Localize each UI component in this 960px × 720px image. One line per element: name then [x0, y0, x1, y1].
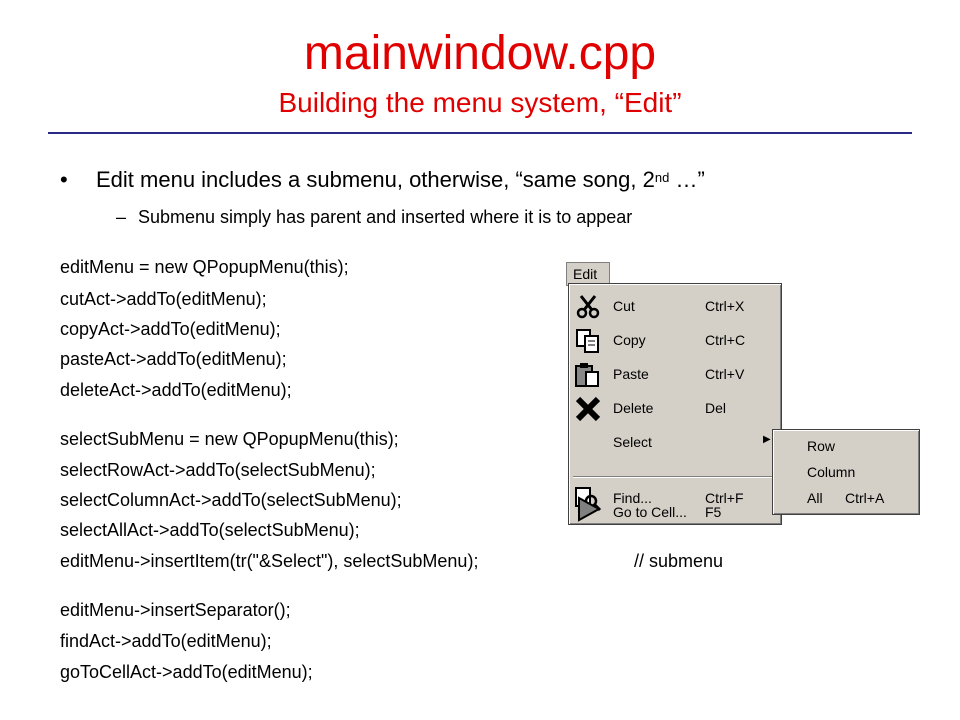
- select-submenu-popup: Row Column All Ctrl+A: [772, 429, 920, 515]
- bullet-ending: …”: [669, 167, 705, 192]
- menu-screenshot: Edit Cut Ctrl+X Copy Ctrl+C Paste Ctrl+V: [560, 256, 928, 526]
- edit-menu-popup: Cut Ctrl+X Copy Ctrl+C Paste Ctrl+V Dele…: [568, 283, 782, 525]
- paste-icon: [573, 362, 603, 388]
- code-line: selectRowAct->addTo(selectSubMenu);: [60, 460, 376, 480]
- submenu-item-label: Row: [807, 438, 836, 454]
- bullet-point: • Edit menu includes a submenu, otherwise…: [60, 166, 705, 194]
- menu-item-go-to-cell[interactable]: Go to Cell... F5: [569, 490, 781, 524]
- title-divider: [48, 132, 912, 134]
- menu-item-shortcut: Ctrl+F: [705, 490, 744, 506]
- submenu-item-row[interactable]: Row: [773, 434, 919, 460]
- menu-item-cut[interactable]: Cut Ctrl+X: [569, 290, 781, 324]
- menu-item-label: Find...: [613, 490, 652, 506]
- submenu-item-label: All: [807, 490, 823, 506]
- code-line: selectColumnAct->addTo(selectSubMenu);: [60, 490, 402, 510]
- sub-bullet: –Submenu simply has parent and inserted …: [116, 205, 632, 229]
- menu-separator: [573, 476, 777, 478]
- slide-title: mainwindow.cpp: [303, 27, 657, 80]
- bullet-dot: •: [60, 167, 68, 192]
- code-line: findAct->addTo(editMenu);: [60, 631, 272, 651]
- code-line: cutAct->addTo(editMenu);: [60, 289, 267, 309]
- code-line: copyAct->addTo(editMenu);: [60, 319, 281, 339]
- menu-item-label: Go to Cell...: [613, 504, 687, 520]
- menu-item-label: Select: [613, 434, 652, 450]
- scissors-icon: [573, 294, 603, 320]
- submenu-arrow-icon: ▶: [763, 434, 771, 445]
- menu-item-label: Cut: [613, 298, 635, 314]
- slide-subtitle: Building the menu system, “Edit”: [278, 87, 682, 118]
- menu-item-paste[interactable]: Paste Ctrl+V: [569, 358, 781, 392]
- code-line: editMenu->insertSeparator();: [60, 600, 291, 620]
- menu-item-delete[interactable]: Delete Del: [569, 392, 781, 426]
- delete-x-icon: [573, 396, 603, 422]
- submenu-item-label: Column: [807, 464, 856, 480]
- menu-item-copy[interactable]: Copy Ctrl+C: [569, 324, 781, 358]
- menu-item-label: Copy: [613, 332, 646, 348]
- submenu-item-shortcut: Ctrl+A: [845, 490, 885, 506]
- code-line: editMenu->insertItem(tr("&Select"), sele…: [60, 551, 479, 571]
- menubar-edit[interactable]: Edit: [566, 262, 610, 286]
- code-line: deleteAct->addTo(editMenu);: [60, 380, 292, 400]
- bullet-text: Edit menu includes a submenu, otherwise,…: [96, 167, 655, 192]
- menu-item-shortcut: F5: [705, 504, 722, 520]
- menu-item-label: Delete: [613, 400, 654, 416]
- menu-item-shortcut: Del: [705, 400, 727, 416]
- code-line: selectSubMenu = new QPopupMenu(this);: [60, 429, 399, 449]
- menu-item-shortcut: Ctrl+C: [705, 332, 746, 348]
- code-line: selectAllAct->addTo(selectSubMenu);: [60, 520, 360, 540]
- sub-bullet-text: Submenu simply has parent and inserted w…: [138, 207, 633, 227]
- menu-item-label: Paste: [613, 366, 649, 382]
- menu-item-shortcut: Ctrl+V: [705, 366, 745, 382]
- menu-item-select[interactable]: Select ▶: [569, 426, 781, 460]
- play-arrow-icon: [573, 496, 603, 522]
- submenu-item-column[interactable]: Column: [773, 460, 919, 486]
- code-line: pasteAct->addTo(editMenu);: [60, 349, 287, 369]
- submenu-item-all[interactable]: All Ctrl+A: [773, 486, 919, 512]
- code-comment: // submenu: [634, 551, 724, 571]
- code-line: goToCellAct->addTo(editMenu);: [60, 662, 313, 682]
- bullet-superscript: nd: [654, 170, 670, 185]
- copy-icon: [573, 328, 603, 354]
- menu-item-shortcut: Ctrl+X: [705, 298, 745, 314]
- code-line: editMenu = new QPopupMenu(this);: [60, 257, 349, 277]
- sub-bullet-dash: –: [116, 207, 127, 227]
